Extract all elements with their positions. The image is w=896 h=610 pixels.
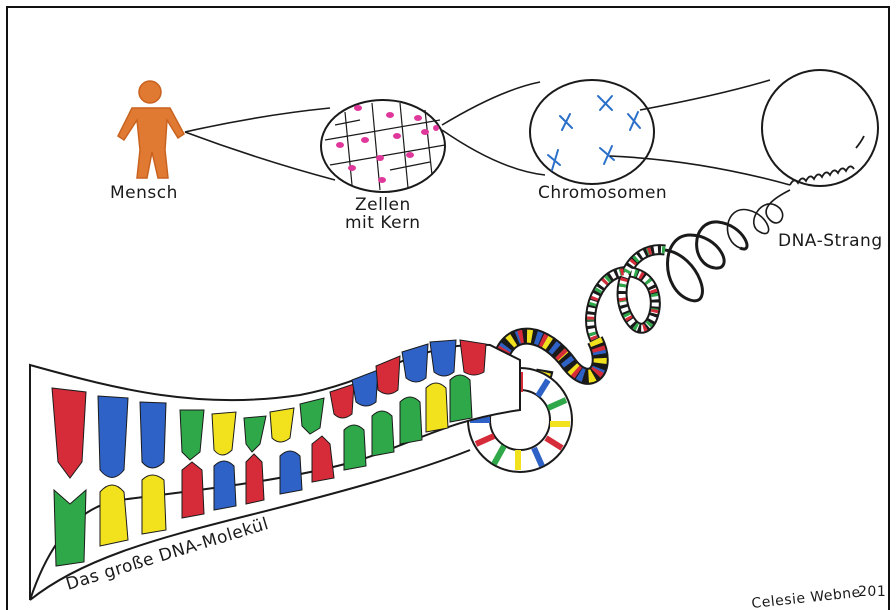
label-mensch: Mensch: [110, 183, 178, 203]
label-mit-kern: mit Kern: [345, 213, 421, 233]
signature: Celesie Webne: [751, 585, 862, 610]
human-figure-icon: [118, 81, 184, 178]
cell-circle-icon: [321, 100, 445, 192]
label-chromosomen: Chromosomen: [538, 183, 667, 203]
label-dna-molekuel: Das große DNA-Molekül: [64, 514, 272, 595]
chromosome-circle-icon: [530, 80, 654, 184]
label-dna-strang: DNA-Strang: [778, 231, 883, 251]
dna-molecule-ribbon: [30, 340, 520, 600]
label-zellen: Zellen: [355, 195, 411, 215]
dna-coil-thin: [665, 190, 790, 301]
signature-year: 201: [858, 584, 886, 600]
connector-lines-1: [185, 108, 335, 180]
dna-strand-circle-icon: [762, 70, 878, 186]
